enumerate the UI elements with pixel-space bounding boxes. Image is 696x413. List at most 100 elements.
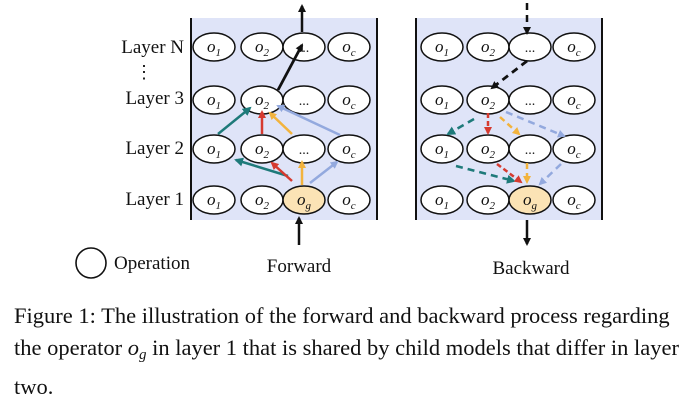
layer-2-label: Layer 2 [125,138,184,159]
operation-node-shape [192,85,236,115]
caption-part-1: Figure 1: The illustration of the forwar… [14,303,670,360]
node-label: o2 [481,37,496,59]
bwd-layer-2-node-ellipsis: ... [508,134,552,164]
node-label: og [523,190,538,212]
fwd-layer-1-node-c: oc [327,185,371,215]
operation-node-shape [420,32,464,62]
forward-label: Forward [267,256,332,277]
bwd-blue-arrow-1 [505,110,566,138]
bwd-teal-arrow-1 [446,117,475,136]
bwd-teal-arrow-2 [455,164,516,184]
bwd-layer-1-node-g: og [508,185,552,215]
node-label: o2 [481,139,496,161]
operation-legend-icon [75,247,107,279]
node-ellipsis-label: ... [525,94,536,109]
bwd-layer-3-node-ellipsis: ... [508,85,552,115]
bwd-blue-arrow-2 [538,163,562,186]
operation-node-shape [420,134,464,164]
node-label: o2 [481,190,496,212]
operation-node-shape [192,32,236,62]
layer-n-label: Layer N [121,37,184,58]
node-label: oc [567,139,581,161]
fwd-layer-n-node-1: o1 [192,32,236,62]
bwd-layer-2-node-2: o2 [466,134,510,164]
operation-node-shape [327,185,371,215]
operation-node-shape [327,32,371,62]
fwd-layer-2-node-2: o2 [240,134,284,164]
layer-labels: Layer N ⋮ Layer 3 Layer 2 Layer 1 [121,37,184,210]
caption-part-2: in layer 1 that is shared by child model… [14,335,680,399]
node-label: o2 [255,139,270,161]
node-label: oc [342,139,356,161]
caption-math-o: o [127,335,139,360]
node-label: og [297,190,312,212]
node-label: oc [342,90,356,112]
fwd-layer-3-node-ellipsis: ... [282,85,326,115]
bwd-orange-arrow-1 [499,116,521,136]
node-label: oc [567,37,581,59]
fwd-layer3-to-top-arrow [276,43,304,91]
operation-node-shape [508,85,552,115]
bwd-layer-1-node-2: o2 [466,185,510,215]
fwd-layer-1-node-1: o1 [192,185,236,215]
fwd-layer-3-node-1: o1 [192,85,236,115]
operation-node-shape [327,85,371,115]
fwd-layer-1-node-g: og [282,185,326,215]
node-label: o1 [207,37,221,59]
operation-legend-label: Operation [114,253,190,274]
node-label: oc [567,190,581,212]
bwd-layer-3-node-1: o1 [420,85,464,115]
node-label: oc [567,90,581,112]
node-label: o2 [255,190,270,212]
operation-node-shape [420,85,464,115]
fwd-orange-arrow-2 [268,111,293,135]
figure-diagram: Layer N ⋮ Layer 3 Layer 2 Layer 1 o1 o2..… [75,3,603,279]
node-label: o2 [255,37,270,59]
node-ellipsis-label: ... [299,143,310,158]
operation-node-shape [508,185,552,215]
bwd-layer-1-node-c: oc [552,185,596,215]
operation-node-shape [192,134,236,164]
node-label: o1 [207,139,221,161]
fwd-layer-2-node-ellipsis: ... [282,134,326,164]
caption-math-sub: g [138,347,147,363]
bwd-layer-n-node-2: o2 [466,32,510,62]
fwd-layer-n-node-2: o2 [240,32,284,62]
bwd-red-arrow-2 [496,163,523,184]
fwd-teal-arrow-1 [234,157,289,178]
backward-label: Backward [492,258,570,279]
fwd-layer-n-node-ellipsis: ... [282,32,326,62]
bwd-layer-n-node-1: o1 [420,32,464,62]
forward-arrows [217,4,341,245]
node-label: o2 [255,90,270,112]
fwd-layer-1-node-2: o2 [240,185,284,215]
node-label: o1 [207,190,221,212]
fwd-layer-2-node-1: o1 [192,134,236,164]
node-ellipsis-label: ... [525,41,536,56]
bwd-layer-2-node-1: o1 [420,134,464,164]
node-ellipsis-label: ... [299,94,310,109]
node-ellipsis-label: ... [525,143,536,158]
node-label: o2 [481,90,496,112]
operation-node-shape [552,32,596,62]
node-label: o1 [435,190,449,212]
node-label: o1 [435,37,449,59]
fwd-blue-arrow-2 [276,104,341,137]
legend: Operation [75,247,190,279]
node-label: o1 [207,90,221,112]
bwd-layer-1-node-1: o1 [420,185,464,215]
vdots: ⋮ [135,62,153,82]
figure-caption: Figure 1: The illustration of the forwar… [14,300,690,403]
operation-node-shape [508,134,552,164]
operation-node-shape [192,185,236,215]
node-label: oc [342,190,356,212]
bwd-layer-3-node-c: oc [552,85,596,115]
operation-node-shape [552,185,596,215]
layer-1-label: Layer 1 [125,189,184,210]
node-label: o1 [435,90,449,112]
fwd-layer-3-node-c: oc [327,85,371,115]
operation-node-shape [552,134,596,164]
fwd-layer-n-node-c: oc [327,32,371,62]
operation-node-shape [282,32,326,62]
